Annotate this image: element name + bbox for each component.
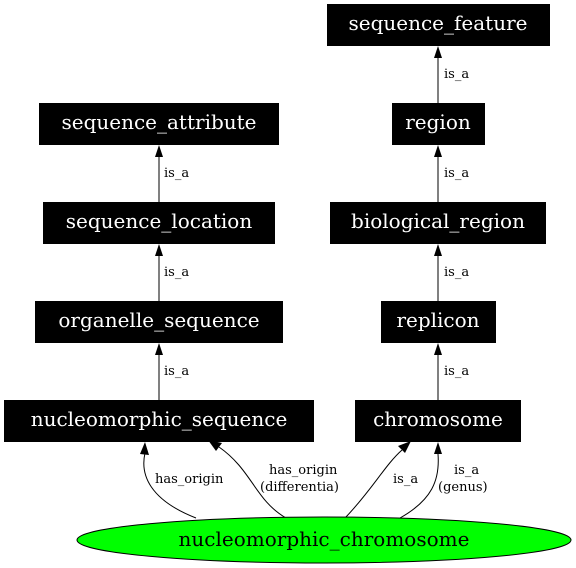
edge-label: is_a [393,472,418,487]
edge-label: is_a [444,265,469,280]
arrowhead [434,46,442,58]
arrowhead [208,440,222,451]
nodes: sequence_feature sequence_attribute regi… [4,4,572,564]
edge-label: is_a [164,166,189,181]
node-label: sequence_feature [348,11,527,35]
edge-label: (genus) [438,480,488,495]
edge-root-is-a [344,449,403,519]
node-nucleomorphic-sequence: nucleomorphic_sequence [4,400,314,442]
node-label: region [405,110,471,134]
edge-label: is_a [164,364,189,379]
edge-label: is_a [444,67,469,82]
node-sequence-location: sequence_location [43,202,275,244]
node-sequence-feature: sequence_feature [327,4,550,46]
arrowhead [140,442,149,455]
node-label: sequence_attribute [61,110,256,134]
node-nucleomorphic-chromosome: nucleomorphic_chromosome [76,516,572,564]
edge-label: is_a [454,463,479,478]
node-organelle-sequence: organelle_sequence [35,301,283,343]
node-label: organelle_sequence [58,308,259,332]
node-label: replicon [396,308,479,332]
edge-root-has-origin [143,452,197,519]
arrowhead [155,244,163,256]
arrowhead [434,145,442,157]
edge-root-is-a-genus [399,453,439,519]
node-label: chromosome [373,407,503,431]
edge-label: has_origin [269,463,338,478]
node-label: nucleomorphic_sequence [31,407,288,431]
arrowhead [434,244,442,256]
arrowhead [155,343,163,355]
arrowhead [434,442,442,454]
edge-label: is_a [164,265,189,280]
edge-label: has_origin [155,472,224,487]
edges: is_a is_a is_a is_a is_a is_a is_a has_o… [140,46,488,519]
node-region: region [392,103,485,145]
arrowhead [155,145,163,157]
node-biological-region: biological_region [330,202,546,244]
edge-label: is_a [444,166,469,181]
node-sequence-attribute: sequence_attribute [39,103,279,145]
edge-label: is_a [444,364,469,379]
node-replicon: replicon [381,301,496,343]
arrowhead [398,441,411,453]
node-label: nucleomorphic_chromosome [179,527,470,551]
node-chromosome: chromosome [355,400,521,442]
arrowhead [434,343,442,355]
edge-label: (differentia) [260,480,339,495]
node-label: biological_region [351,209,525,233]
node-label: sequence_location [66,209,253,233]
edge-root-has-origin-differentia [218,446,287,519]
